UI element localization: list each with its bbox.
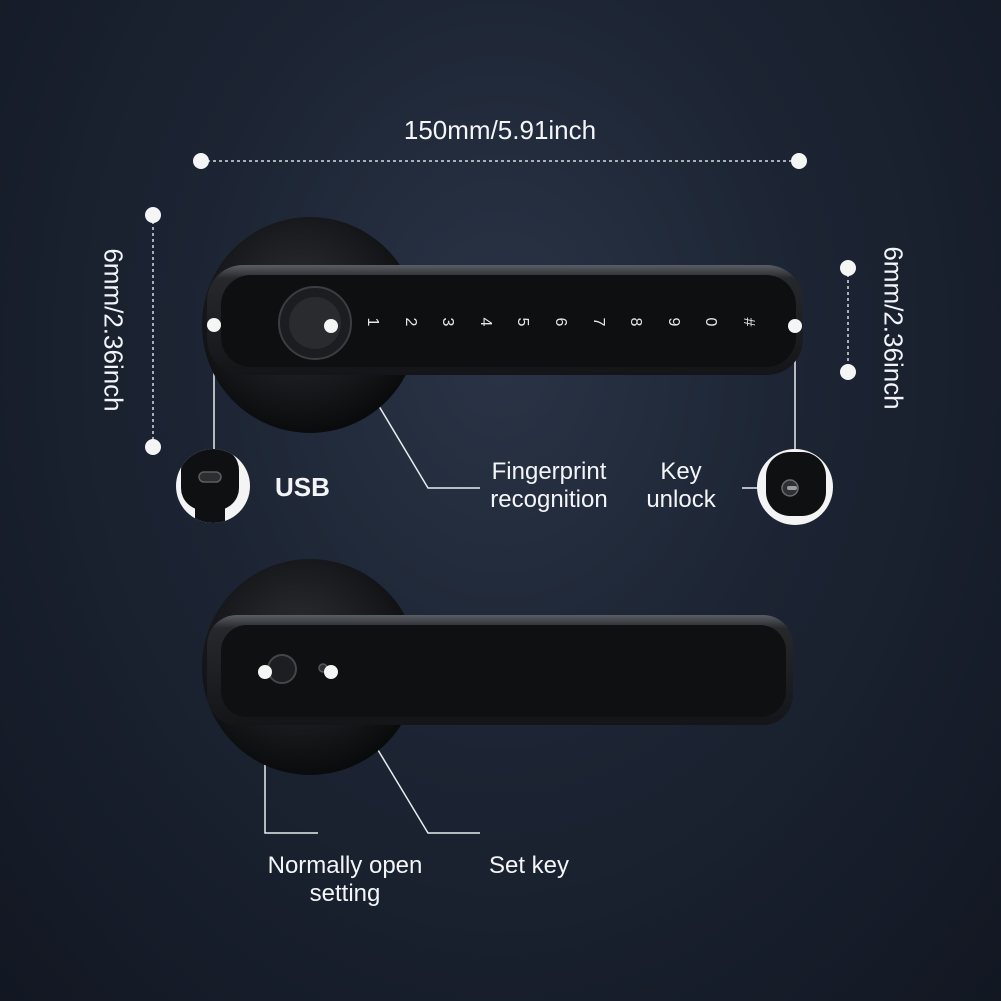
dimension-dot: [193, 153, 209, 169]
fingerprint-pad: [289, 297, 341, 349]
lock-front-view: [202, 217, 803, 433]
callout-dot: [324, 319, 338, 333]
set-key-label: Set key: [488, 852, 570, 879]
keypad-key[interactable]: 4: [476, 317, 494, 327]
keypad-key[interactable]: 1: [364, 317, 381, 327]
width-dimension-label: 150mm/5.91inch: [403, 115, 597, 145]
keypad-key[interactable]: 6: [552, 317, 569, 327]
dimension-dot: [840, 364, 856, 380]
keypad-key[interactable]: 3: [439, 317, 457, 327]
callout-dot: [207, 318, 221, 332]
keypad-key[interactable]: 7: [589, 317, 607, 327]
dimension-dot: [145, 207, 161, 223]
keypad-key[interactable]: 9: [664, 317, 682, 327]
handle-face: [221, 275, 796, 367]
usb-label: USB: [275, 472, 330, 502]
keypad-key[interactable]: 5: [514, 317, 532, 327]
callout-dot: [788, 319, 802, 333]
dimension-dot: [791, 153, 807, 169]
callout-dot: [324, 665, 338, 679]
key-unlock-label: Key unlock: [646, 458, 716, 513]
left-height-dimension-label: 6mm/2.36inch: [98, 248, 129, 412]
keypad: 1 2 3 4 5 6 7 8 9 0 #: [362, 308, 762, 336]
key-cylinder-icon: [757, 449, 833, 525]
right-height-dimension-label: 6mm/2.36inch: [878, 246, 909, 410]
dimension-dot: [145, 439, 161, 455]
dimension-dot: [840, 260, 856, 276]
lock-back-view: [202, 559, 793, 775]
keypad-key[interactable]: #: [740, 317, 757, 327]
fingerprint-label: Fingerprint recognition: [490, 458, 608, 513]
normally-open-button: [267, 654, 297, 684]
callout-dot: [258, 665, 272, 679]
usb-port-icon: [176, 449, 250, 523]
normally-open-label: Normally open setting: [267, 852, 423, 907]
keypad-key[interactable]: 0: [702, 317, 720, 327]
keypad-key[interactable]: 8: [627, 317, 645, 327]
keypad-key[interactable]: 2: [401, 317, 419, 327]
handle-face: [221, 625, 786, 717]
